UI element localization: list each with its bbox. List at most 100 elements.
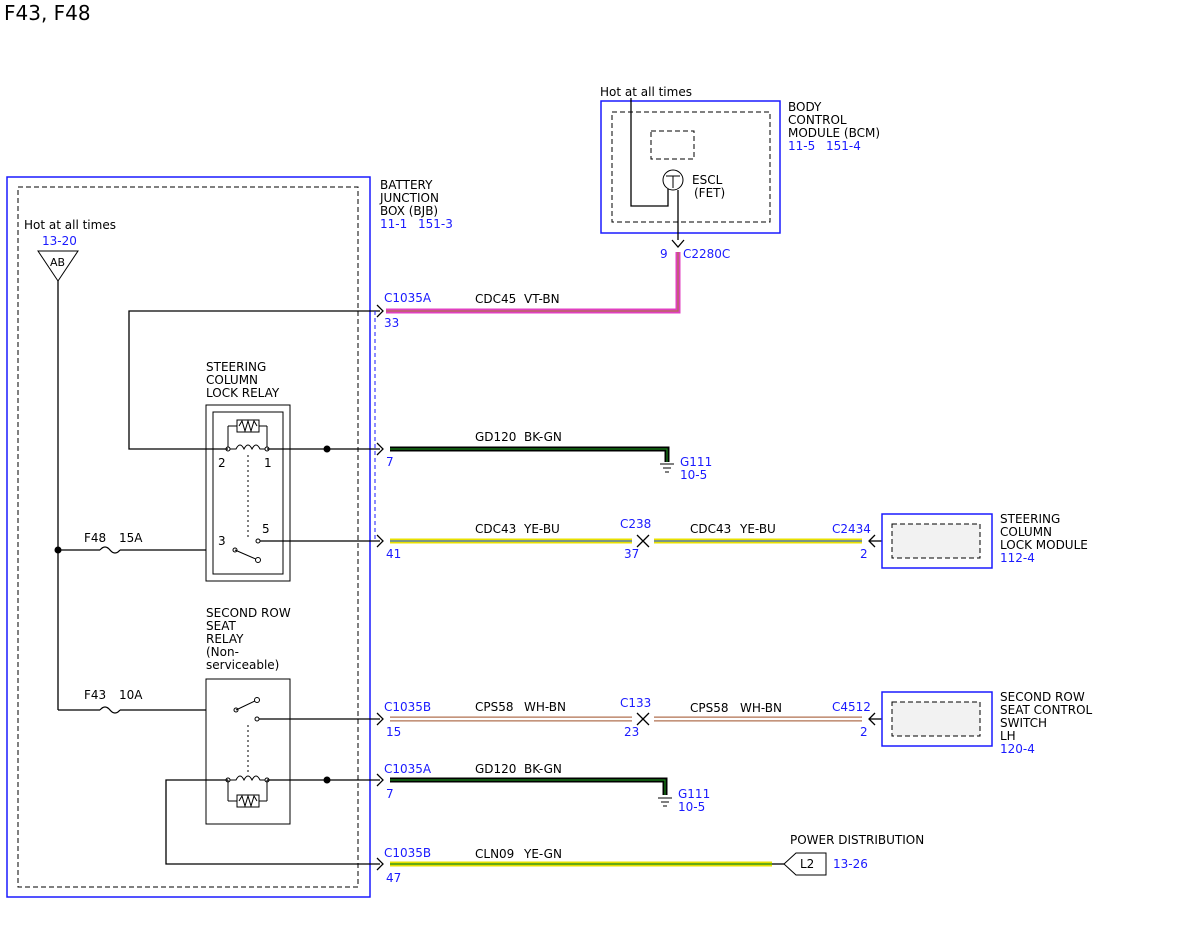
c1035b-connector-2[interactable]: C1035B <box>384 846 431 860</box>
cdc45-color: VT-BN <box>524 292 560 306</box>
c1035a-connector-2[interactable]: C1035A <box>384 762 432 776</box>
cln09-color: YE-GN <box>523 847 562 861</box>
fuse-f43-rating: 10A <box>119 688 143 702</box>
sclm-outline <box>881 513 993 569</box>
bjb-connector-arrows <box>376 304 384 871</box>
cps58-color-2: WH-BN <box>740 701 782 715</box>
cps58-circuit-2: CPS58 <box>690 701 729 715</box>
seat-switch-outline <box>881 691 993 747</box>
bcm-ref-1[interactable]: 11-5 <box>788 139 815 153</box>
escl-label-1: ESCL <box>692 173 723 187</box>
power-distribution-tag[interactable] <box>783 852 827 876</box>
g111-ref-1[interactable]: 10-5 <box>680 468 707 482</box>
cdc45-circuit: CDC45 <box>475 292 516 306</box>
seat-switch-line-3: SWITCH <box>1000 716 1047 730</box>
pin-2-sclm: 2 <box>860 547 868 561</box>
pin-7: 7 <box>386 455 394 469</box>
bcm-name-line-2: CONTROL <box>788 113 847 127</box>
pin-7-b: 7 <box>386 787 394 801</box>
pin-23: 23 <box>624 725 639 739</box>
c4512-connector[interactable]: C4512 <box>832 700 871 714</box>
wire-relay-to-c1035a-33 <box>128 310 380 450</box>
bjb-hot-ref[interactable]: 13-20 <box>42 234 77 248</box>
fuse-f48-id: F48 <box>84 531 106 545</box>
bus-ab-symbol <box>37 250 79 282</box>
relay-pin-1: 1 <box>264 456 272 470</box>
pin-2-seat-switch: 2 <box>860 725 868 739</box>
gd120-circuit-1: GD120 <box>475 430 516 444</box>
sclm-ref[interactable]: 112-4 <box>1000 551 1035 565</box>
power-distribution-tag-label: L2 <box>800 857 814 871</box>
fuse-f48-icon <box>99 546 121 554</box>
gd120-circuit-2: GD120 <box>475 762 516 776</box>
page-title: F43, F48 <box>4 1 91 25</box>
cdc43-color-2: YE-BU <box>739 522 776 536</box>
bcm-hot-label: Hot at all times <box>600 85 692 99</box>
c2434-connector[interactable]: C2434 <box>832 522 871 536</box>
power-distribution-label: POWER DISTRIBUTION <box>790 833 924 847</box>
escl-label-2: (FET) <box>694 186 725 200</box>
g111-label-1[interactable]: G111 <box>680 455 712 469</box>
relay-name-line-2: COLUMN <box>206 373 258 387</box>
bcm-ref-2[interactable]: 151-4 <box>826 139 861 153</box>
seat-relay-line-4: (Non- <box>206 645 239 659</box>
bcm-inner-dashed <box>611 111 771 223</box>
bjb-ref-1[interactable]: 11-1 <box>380 217 407 231</box>
wire-seat-relay-to-c1035b-47 <box>165 779 380 865</box>
c1035a-connector-1[interactable]: C1035A <box>384 291 432 305</box>
sclm-name-line-1: STEERING <box>1000 512 1060 526</box>
relay-pin-5: 5 <box>262 522 270 536</box>
pin-47: 47 <box>386 871 401 885</box>
bcm-name-line-3: MODULE (BCM) <box>788 126 880 140</box>
bcm-pin: 9 <box>660 247 668 261</box>
relay-name-line-3: LOCK RELAY <box>206 386 280 400</box>
seat-switch-line-4: LH <box>1000 729 1016 743</box>
power-distribution-ref[interactable]: 13-26 <box>833 857 868 871</box>
seat-relay-line-1: SECOND ROW <box>206 606 291 620</box>
cdc43-circuit-2: CDC43 <box>690 522 731 536</box>
fuse-f48-rating: 15A <box>119 531 143 545</box>
seat-relay-line-3: RELAY <box>206 632 244 646</box>
sclm-inner <box>891 523 981 559</box>
g111-ref-2[interactable]: 10-5 <box>678 800 705 814</box>
gd120-color-2: BK-GN <box>524 762 562 776</box>
bjb-outline <box>6 176 371 898</box>
bcm-connector[interactable]: C2280C <box>683 247 730 261</box>
cdc43-circuit-1: CDC43 <box>475 522 516 536</box>
bjb-hot-label: Hot at all times <box>24 218 116 232</box>
bjb-label: BATTERY JUNCTION BOX (BJB) 11-1 151-3 <box>379 178 453 231</box>
gd120-color-1: BK-GN <box>524 430 562 444</box>
seat-relay-line-2: SEAT <box>206 619 236 633</box>
sclm-name-line-3: LOCK MODULE <box>1000 538 1088 552</box>
seat-switch-inner <box>891 701 981 737</box>
seat-switch-ref[interactable]: 120-4 <box>1000 742 1035 756</box>
bcm-fet-block <box>650 130 695 160</box>
wire-cdc45 <box>386 252 681 314</box>
bjb-name-line-3: BOX (BJB) <box>380 204 438 218</box>
cln09-circuit: CLN09 <box>475 847 514 861</box>
pin-41: 41 <box>386 547 401 561</box>
bjb-name-line-2: JUNCTION <box>379 191 439 205</box>
wire-gd120-2 <box>390 777 668 795</box>
bjb-inner-dashed <box>17 186 359 888</box>
c133-connector[interactable]: C133 <box>620 696 651 710</box>
bus-ab-label: AB <box>50 256 65 269</box>
relay-pin-3: 3 <box>218 534 226 548</box>
pin-33: 33 <box>384 316 399 330</box>
c1035b-connector-1[interactable]: C1035B <box>384 700 431 714</box>
c238-connector[interactable]: C238 <box>620 517 651 531</box>
seat-switch-label: SECOND ROW SEAT CONTROL SWITCH LH 120-4 <box>1000 690 1093 756</box>
relay-name-line-1: STEERING <box>206 360 266 374</box>
g111-label-2[interactable]: G111 <box>678 787 710 801</box>
ground-icon <box>660 463 674 473</box>
bjb-name-line-1: BATTERY <box>380 178 433 192</box>
bcm-outline <box>600 100 781 234</box>
bjb-ref-2[interactable]: 151-3 <box>418 217 453 231</box>
cps58-color-1: WH-BN <box>524 700 566 714</box>
pin-15: 15 <box>386 725 401 739</box>
sclm-label: STEERING COLUMN LOCK MODULE 112-4 <box>1000 512 1088 565</box>
sclm-name-line-2: COLUMN <box>1000 525 1052 539</box>
second-row-seat-relay: SECOND ROW SEAT RELAY (Non- serviceable) <box>205 606 291 825</box>
cps58-circuit-1: CPS58 <box>475 700 514 714</box>
